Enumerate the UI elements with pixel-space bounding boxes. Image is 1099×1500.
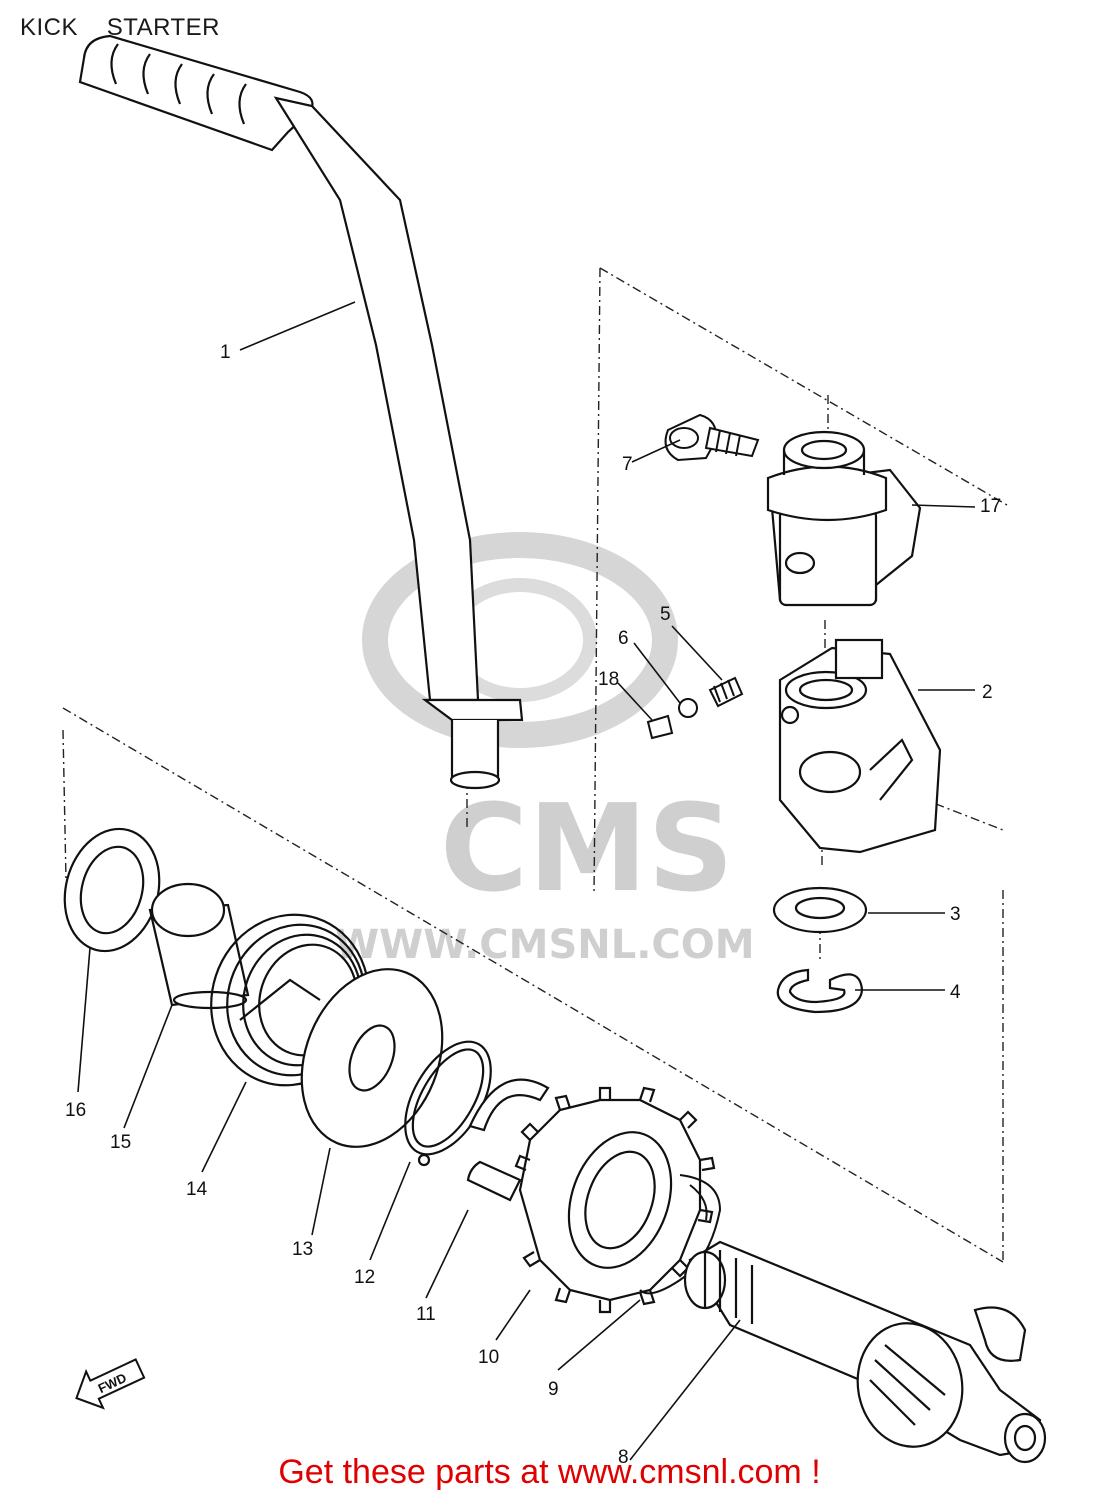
callout-2: 2	[982, 682, 993, 703]
callout-6: 6	[618, 628, 629, 649]
small-parts	[646, 413, 760, 740]
forward-arrow-icon: FWD	[75, 1358, 146, 1410]
watermark-url-text: WWW.CMSNL.COM	[335, 922, 755, 968]
watermark-logo-text: CMS	[440, 780, 734, 919]
clip	[466, 1078, 550, 1202]
callout-15: 15	[110, 1132, 131, 1153]
kick-lever	[78, 34, 524, 790]
circlip	[776, 968, 864, 1014]
page-title: KICK STARTER	[20, 14, 220, 41]
callout-17: 17	[980, 496, 1001, 517]
callout-12: 12	[354, 1267, 375, 1288]
leader-lines	[77, 301, 976, 1461]
kick-axle	[683, 1240, 1047, 1464]
callout-labels: 1 2 3 4 5 6 7 8 9 10 11 12 13 14 15 16 1…	[65, 342, 1001, 1468]
starter-housing	[766, 430, 922, 607]
callout-7: 7	[622, 454, 633, 475]
watermark: CMS WWW.CMSNL.COM	[335, 532, 755, 968]
callout-11: 11	[416, 1304, 436, 1325]
kick-ratchet	[778, 638, 942, 854]
callout-14: 14	[186, 1179, 208, 1200]
callout-8: 8	[618, 1447, 629, 1468]
kick-gear	[514, 1086, 716, 1314]
callout-4: 4	[950, 982, 961, 1003]
callout-18: 18	[598, 669, 619, 690]
callout-13: 13	[292, 1239, 313, 1260]
collar	[148, 882, 250, 1010]
callout-1: 1	[220, 342, 231, 363]
promo-footer[interactable]: Get these parts at www.cmsnl.com !	[278, 1453, 821, 1491]
callout-16: 16	[65, 1100, 86, 1121]
callout-10: 10	[478, 1347, 499, 1368]
callout-9: 9	[548, 1379, 559, 1400]
washer	[772, 886, 868, 934]
callout-3: 3	[950, 904, 961, 925]
oil-seal	[63, 827, 161, 953]
callout-5: 5	[660, 604, 671, 625]
thrust-washer	[300, 968, 444, 1148]
